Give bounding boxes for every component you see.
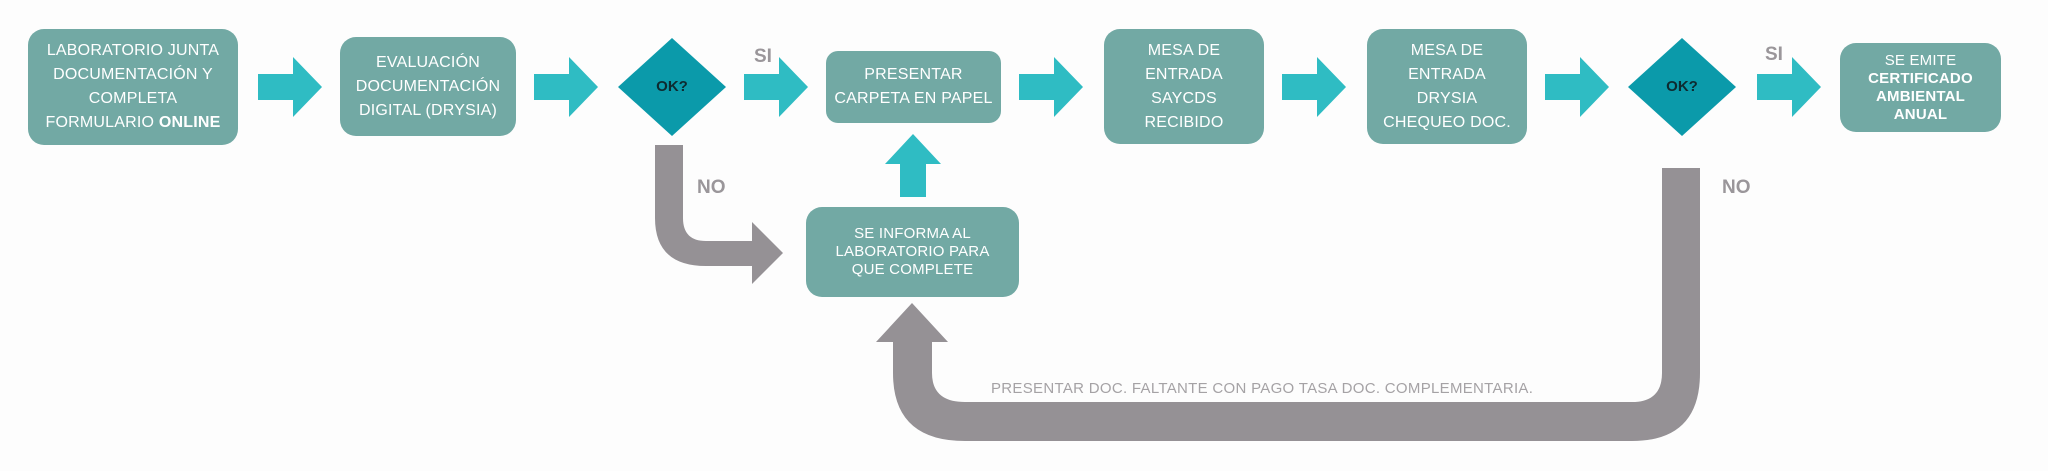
arrow-decision2-to-emite [1757,57,1821,117]
box-laboratorio-junta: LABORATORIO JUNTA DOCUMENTACIÓN Y COMPLE… [28,29,238,145]
box-se-informa-laboratorio: SE INFORMA AL LABORATORIO PARA QUE COMPL… [806,207,1019,297]
arrow-presentar-to-saycds [1019,57,1083,117]
label-no-1: NO [697,177,726,198]
box-informa-line2: LABORATORIO PARA [835,243,990,260]
box-evaluacion-line3: DIGITAL (DRYSIA) [358,101,498,119]
arrow-decision1-to-presentar [744,57,808,117]
box-laboratorio-line3: COMPLETA [88,90,178,107]
box-saycds-line1: MESA DE [1147,41,1221,59]
arrow-no-decision2-loop-to-informa [876,168,1700,441]
box-laboratorio-line4: FORMULARIO ONLINE [46,111,221,135]
label-si-1: SI [754,46,772,67]
box-mesa-entrada-drysia: MESA DE ENTRADA DRYSIA CHEQUEO DOC. [1367,29,1527,144]
arrow-lab-to-eval [258,57,322,117]
box-informa-line1: SE INFORMA AL [854,225,971,242]
loop-note: PRESENTAR DOC. FALTANTE CON PAGO TASA DO… [991,380,1534,397]
box-drysia-line4: CHEQUEO DOC. [1383,113,1511,131]
box-emite-line1: SE EMITE [1884,51,1957,69]
box-saycds-line3: SAYCDS [1151,89,1217,107]
arrow-informa-to-presentar [885,134,941,197]
box-evaluacion-digital: EVALUACIÓN DOCUMENTACIÓN DIGITAL (DRYSIA… [340,37,516,136]
box-saycds-line4: RECIBIDO [1144,113,1224,131]
box-mesa-entrada-saycds: MESA DE ENTRADA SAYCDS RECIBIDO [1104,29,1264,144]
box-laboratorio-line4-b: ONLINE [158,114,221,131]
box-presentar-line2: CARPETA EN PAPEL [834,90,993,107]
decision-2-label: OK? [1666,78,1698,95]
box-emite-line2: CERTIFICADO [1868,69,1973,87]
box-emite-line3: AMBIENTAL [1875,87,1965,105]
label-si-2: SI [1765,44,1783,65]
box-drysia-line2: ENTRADA [1408,65,1486,83]
label-no-2: NO [1722,177,1751,198]
arrow-eval-to-decision1 [534,57,598,117]
decision-diamond-2 [1628,38,1736,136]
arrow-drysia-to-decision2 [1545,57,1609,117]
box-presentar-line1: PRESENTAR [864,66,963,83]
box-evaluacion-line1: EVALUACIÓN [376,53,480,71]
box-se-emite-certificado: SE EMITE CERTIFICADO AMBIENTAL ANUAL [1840,43,2001,132]
arrow-saycds-to-drysia [1282,57,1346,117]
box-informa-line3: QUE COMPLETE [851,261,974,278]
box-emite-line4: ANUAL [1893,105,1948,123]
box-saycds-line2: ENTRADA [1145,65,1223,83]
decision-1-label: OK? [656,78,688,95]
box-presentar-carpeta: PRESENTAR CARPETA EN PAPEL [826,51,1001,123]
box-laboratorio-line2: DOCUMENTACIÓN Y [53,66,213,83]
box-laboratorio-line4-a: FORMULARIO [45,114,159,131]
decision-diamond-1 [618,38,726,136]
box-evaluacion-line2: DOCUMENTACIÓN [355,77,501,95]
box-laboratorio-line1: LABORATORIO JUNTA [46,42,220,59]
box-drysia-line3: DRYSIA [1416,89,1478,107]
arrow-no-decision1-to-informa [655,145,783,284]
box-drysia-line1: MESA DE [1410,41,1484,59]
